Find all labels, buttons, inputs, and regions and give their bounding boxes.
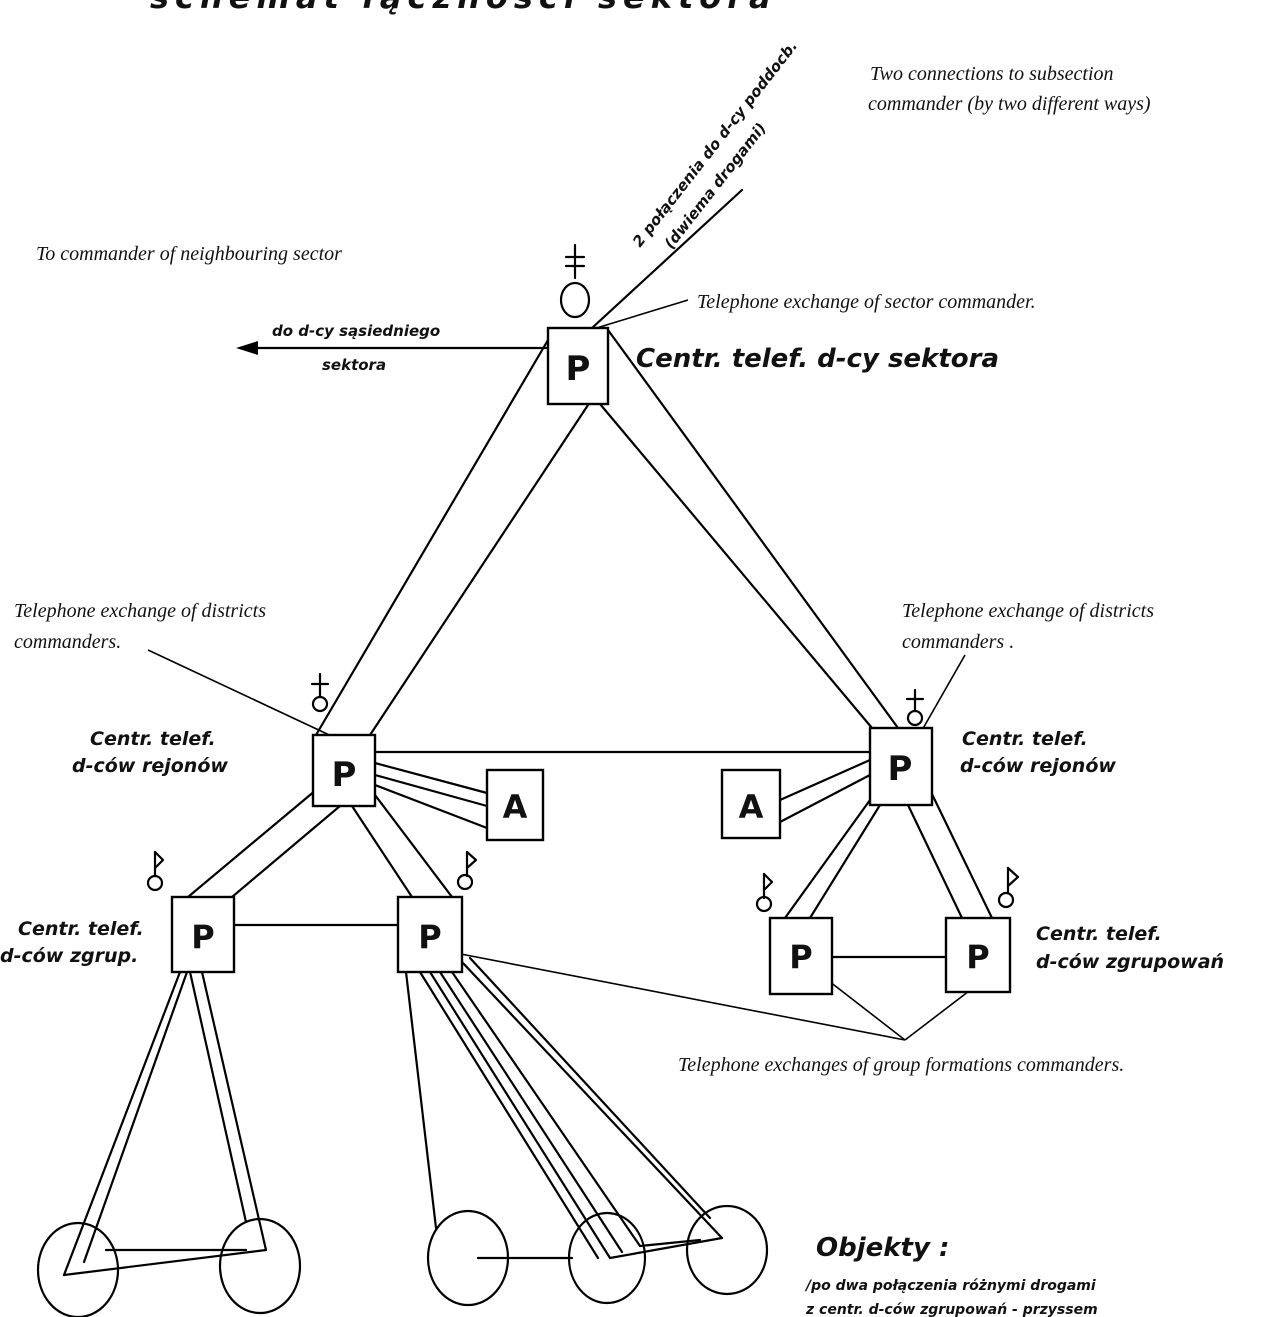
- cable-network: [62, 188, 994, 1277]
- radio-symbols: [146, 243, 1020, 913]
- svg-text:P: P: [966, 938, 989, 976]
- svg-text:P: P: [789, 938, 812, 976]
- object-circle: [36, 1221, 120, 1317]
- sector-label: Centr. telef. d-cy sektora: [636, 344, 999, 374]
- group-rl-flag-icon: [755, 872, 774, 913]
- district-left-note-line1: Telephone exchange of districts: [14, 600, 266, 622]
- node-aux-right: A: [720, 768, 782, 840]
- svg-text:P: P: [332, 755, 357, 795]
- group-left-label-line1: Centr. telef.: [18, 918, 144, 940]
- diag-polish-note: 2 połączenia do d-cy poddocb. (dwiema dr…: [629, 37, 801, 252]
- diagram-title: schemat łączności sektora: [150, 0, 777, 16]
- district-left-label-line1: Centr. telef.: [90, 728, 216, 750]
- group-ll-flag-icon: [146, 850, 165, 892]
- group-exchanges-note: Telephone exchanges of group formations …: [678, 1054, 1124, 1076]
- district-right-label-line2: d-ców rejonów: [960, 755, 1116, 777]
- node-group-rr: P: [944, 916, 1012, 994]
- group-right-label-line1: Centr. telef.: [1036, 923, 1162, 945]
- district-right-note-line1: Telephone exchange of districts: [902, 600, 1154, 622]
- node-sector: P: [546, 326, 610, 406]
- district-left-note-line2: commanders.: [14, 631, 121, 653]
- node-group-ll: P: [170, 895, 236, 974]
- object-circle: [218, 1217, 302, 1315]
- object-circle: [685, 1204, 769, 1296]
- group-left-label-line2: d-ców zgrup.: [0, 945, 138, 967]
- objects-line2: z centr. d-ców zgrupowań - przyssem: [805, 1302, 1098, 1317]
- object-circle: [426, 1209, 510, 1307]
- node-group-rl: P: [768, 916, 834, 996]
- svg-text:A: A: [503, 788, 528, 826]
- svg-text:P: P: [566, 349, 591, 389]
- neighbour-label-line2: sektora: [322, 356, 386, 374]
- svg-text:A: A: [739, 788, 764, 826]
- svg-text:P: P: [418, 918, 441, 956]
- to-neighbour-note: To commander of neighbouring sector: [36, 243, 342, 265]
- two-connections-line2: commander (by two different ways): [868, 93, 1151, 115]
- group-rr-flag-icon: [997, 866, 1020, 909]
- node-district-right: P: [868, 726, 934, 807]
- district-right-label-line1: Centr. telef.: [962, 728, 1088, 750]
- district-right-note-line2: commanders .: [902, 631, 1014, 653]
- objects-line1: /po dwa połączenia różnymi drogami: [804, 1278, 1096, 1294]
- district-left-radio-icon: [310, 672, 330, 713]
- svg-text:P: P: [888, 749, 913, 789]
- neighbour-label-line1: do d-cy sąsiedniego: [272, 322, 440, 340]
- district-right-radio-icon: [905, 688, 925, 727]
- objects-title: Objekty :: [816, 1233, 949, 1263]
- node-group-lr: P: [396, 895, 464, 974]
- two-connections-line1: Two connections to subsection: [870, 63, 1114, 85]
- district-left-label-line2: d-ców rejonów: [72, 755, 228, 777]
- svg-text:2 połączenia do d-cy poddocb.: 2 połączenia do d-cy poddocb.: [629, 37, 801, 250]
- node-aux-left: A: [485, 768, 545, 842]
- sector-exchange-note: Telephone exchange of sector commander.: [697, 291, 1036, 313]
- svg-text:P: P: [191, 918, 214, 956]
- object-circle: [567, 1211, 647, 1305]
- sector-radio-icon: [559, 243, 591, 319]
- node-district-left: P: [311, 733, 377, 808]
- group-right-label-line2: d-ców zgrupowań: [1036, 951, 1224, 973]
- object-circles: [36, 1204, 769, 1317]
- group-lr-flag-icon: [456, 850, 478, 891]
